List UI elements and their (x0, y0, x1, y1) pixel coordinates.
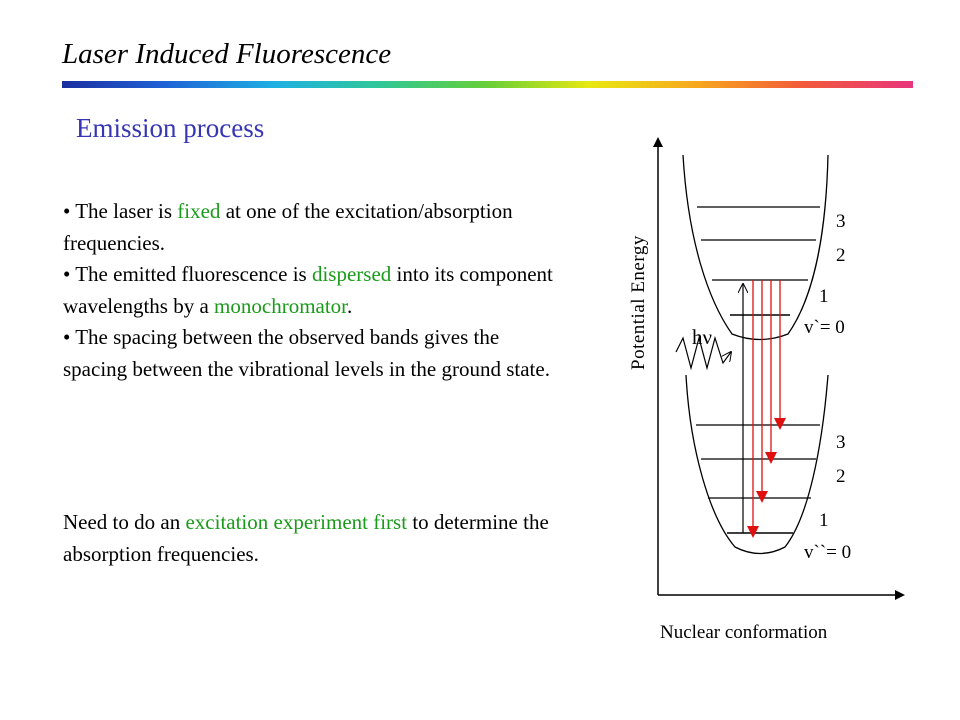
title-divider-bar (62, 81, 913, 88)
photon-zigzag (675, 335, 731, 371)
section-subtitle: Emission process (76, 113, 265, 143)
bullet-band-spacing: • The spacing between the observed bands… (63, 325, 550, 381)
highlight-monochromator: monochromator (214, 293, 348, 318)
bullet-fluorescence-dispersed: • The emitted fluorescence is dispersed … (63, 262, 553, 318)
upper-label-v3: 3 (836, 211, 846, 232)
lower-label-v3: 3 (836, 432, 846, 453)
highlight-fixed: fixed (177, 199, 221, 223)
bullet-list: • The laser is fixed at one of the excit… (63, 196, 553, 385)
y-axis-label: Potential Energy (628, 235, 649, 370)
bullet-laser-fixed: • The laser is fixed at one of the excit… (63, 199, 513, 255)
upper-potential-curve (682, 154, 829, 341)
x-axis-label: Nuclear conformation (660, 622, 828, 643)
lower-potential-curve (685, 374, 829, 555)
highlight-dispersed: dispersed (311, 262, 392, 286)
highlight-excitation-experiment: excitation experiment first (185, 510, 408, 534)
upper-label-v0: v`= 0 (804, 317, 845, 338)
energy-level-diagram: hν 3 2 1 v`= 0 3 2 1 v``= 0 Potential En… (628, 137, 905, 643)
lower-label-v2: 2 (836, 466, 846, 487)
excitation-note: Need to do an excitation experiment firs… (63, 510, 549, 566)
lower-label-v1: 1 (819, 510, 829, 531)
lower-label-v0: v``= 0 (804, 542, 851, 563)
upper-label-v2: 2 (836, 245, 846, 266)
photon-label: hν (692, 325, 712, 349)
slide-title: Laser Induced Fluorescence (62, 38, 392, 70)
upper-label-v1: 1 (819, 286, 829, 307)
